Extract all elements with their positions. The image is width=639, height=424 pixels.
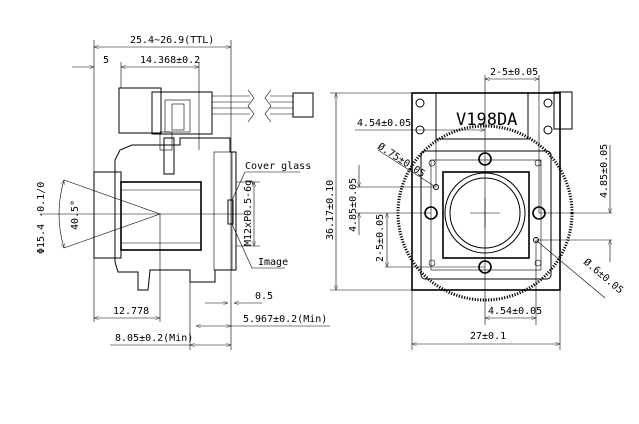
offset-right-vertical-dimension: 4.85±0.05 <box>599 144 610 198</box>
flange-min-dimension: 8.05±0.2(Min) <box>115 333 193 344</box>
back-focus-dimension: 5.967±0.2(Min) <box>243 314 327 325</box>
sensor-board <box>151 91 213 135</box>
flex-cable <box>212 89 314 123</box>
offset-top-dimension: 4.54±0.05 <box>357 118 411 129</box>
pin-hole-1-dimension: Ø.75±0.05 <box>375 140 427 180</box>
image-label: Image <box>258 257 288 268</box>
hole-pitch-left-dimension: 2-5±0.05 <box>375 214 386 262</box>
front-view: V198DA 2-5±0.05 4.54±0.05 Ø.75±0.05 4.85… <box>325 67 626 350</box>
lens-length-dimension: 12.778 <box>113 306 149 317</box>
lens-diameter-dimension: Φ15.4 -0.1/0 <box>36 182 47 254</box>
thread-label: M12xP0.5-6g <box>243 180 254 246</box>
width-dimension: 27±0.1 <box>470 331 506 342</box>
glass-gap-dimension: 0.5 <box>255 291 273 302</box>
front-dimension: 5 <box>103 55 109 66</box>
side-view: 25.4~26.9(TTL) 5 14.368±0.2 Φ15.4 -0.1/0… <box>36 35 330 350</box>
cover-glass <box>227 199 234 225</box>
model-label: V198DA <box>456 110 517 130</box>
cover-glass-label: Cover glass <box>245 161 311 172</box>
connector <box>292 92 314 118</box>
side-connector <box>553 91 573 130</box>
height-dimension: 36.17±0.10 <box>325 180 336 240</box>
ttl-dimension: 25.4~26.9(TTL) <box>130 35 214 46</box>
flange-dimension: 14.368±0.2 <box>140 55 200 66</box>
offset-bottom-dimension: 4.54±0.05 <box>488 306 542 317</box>
holder-frame <box>420 150 552 280</box>
pin-hole-2-dimension: Ø.6±0.05 <box>581 256 626 296</box>
lens-barrel <box>120 181 202 251</box>
label-area <box>435 92 529 140</box>
hole-pitch-top-dimension: 2-5±0.05 <box>490 67 538 78</box>
fov-angle: 40.5° <box>70 200 81 230</box>
lens-front <box>93 171 122 259</box>
lens-mount <box>442 171 530 259</box>
offset-left-vertical-dimension: 4.85±0.05 <box>348 178 359 232</box>
lens-holder <box>114 137 237 291</box>
